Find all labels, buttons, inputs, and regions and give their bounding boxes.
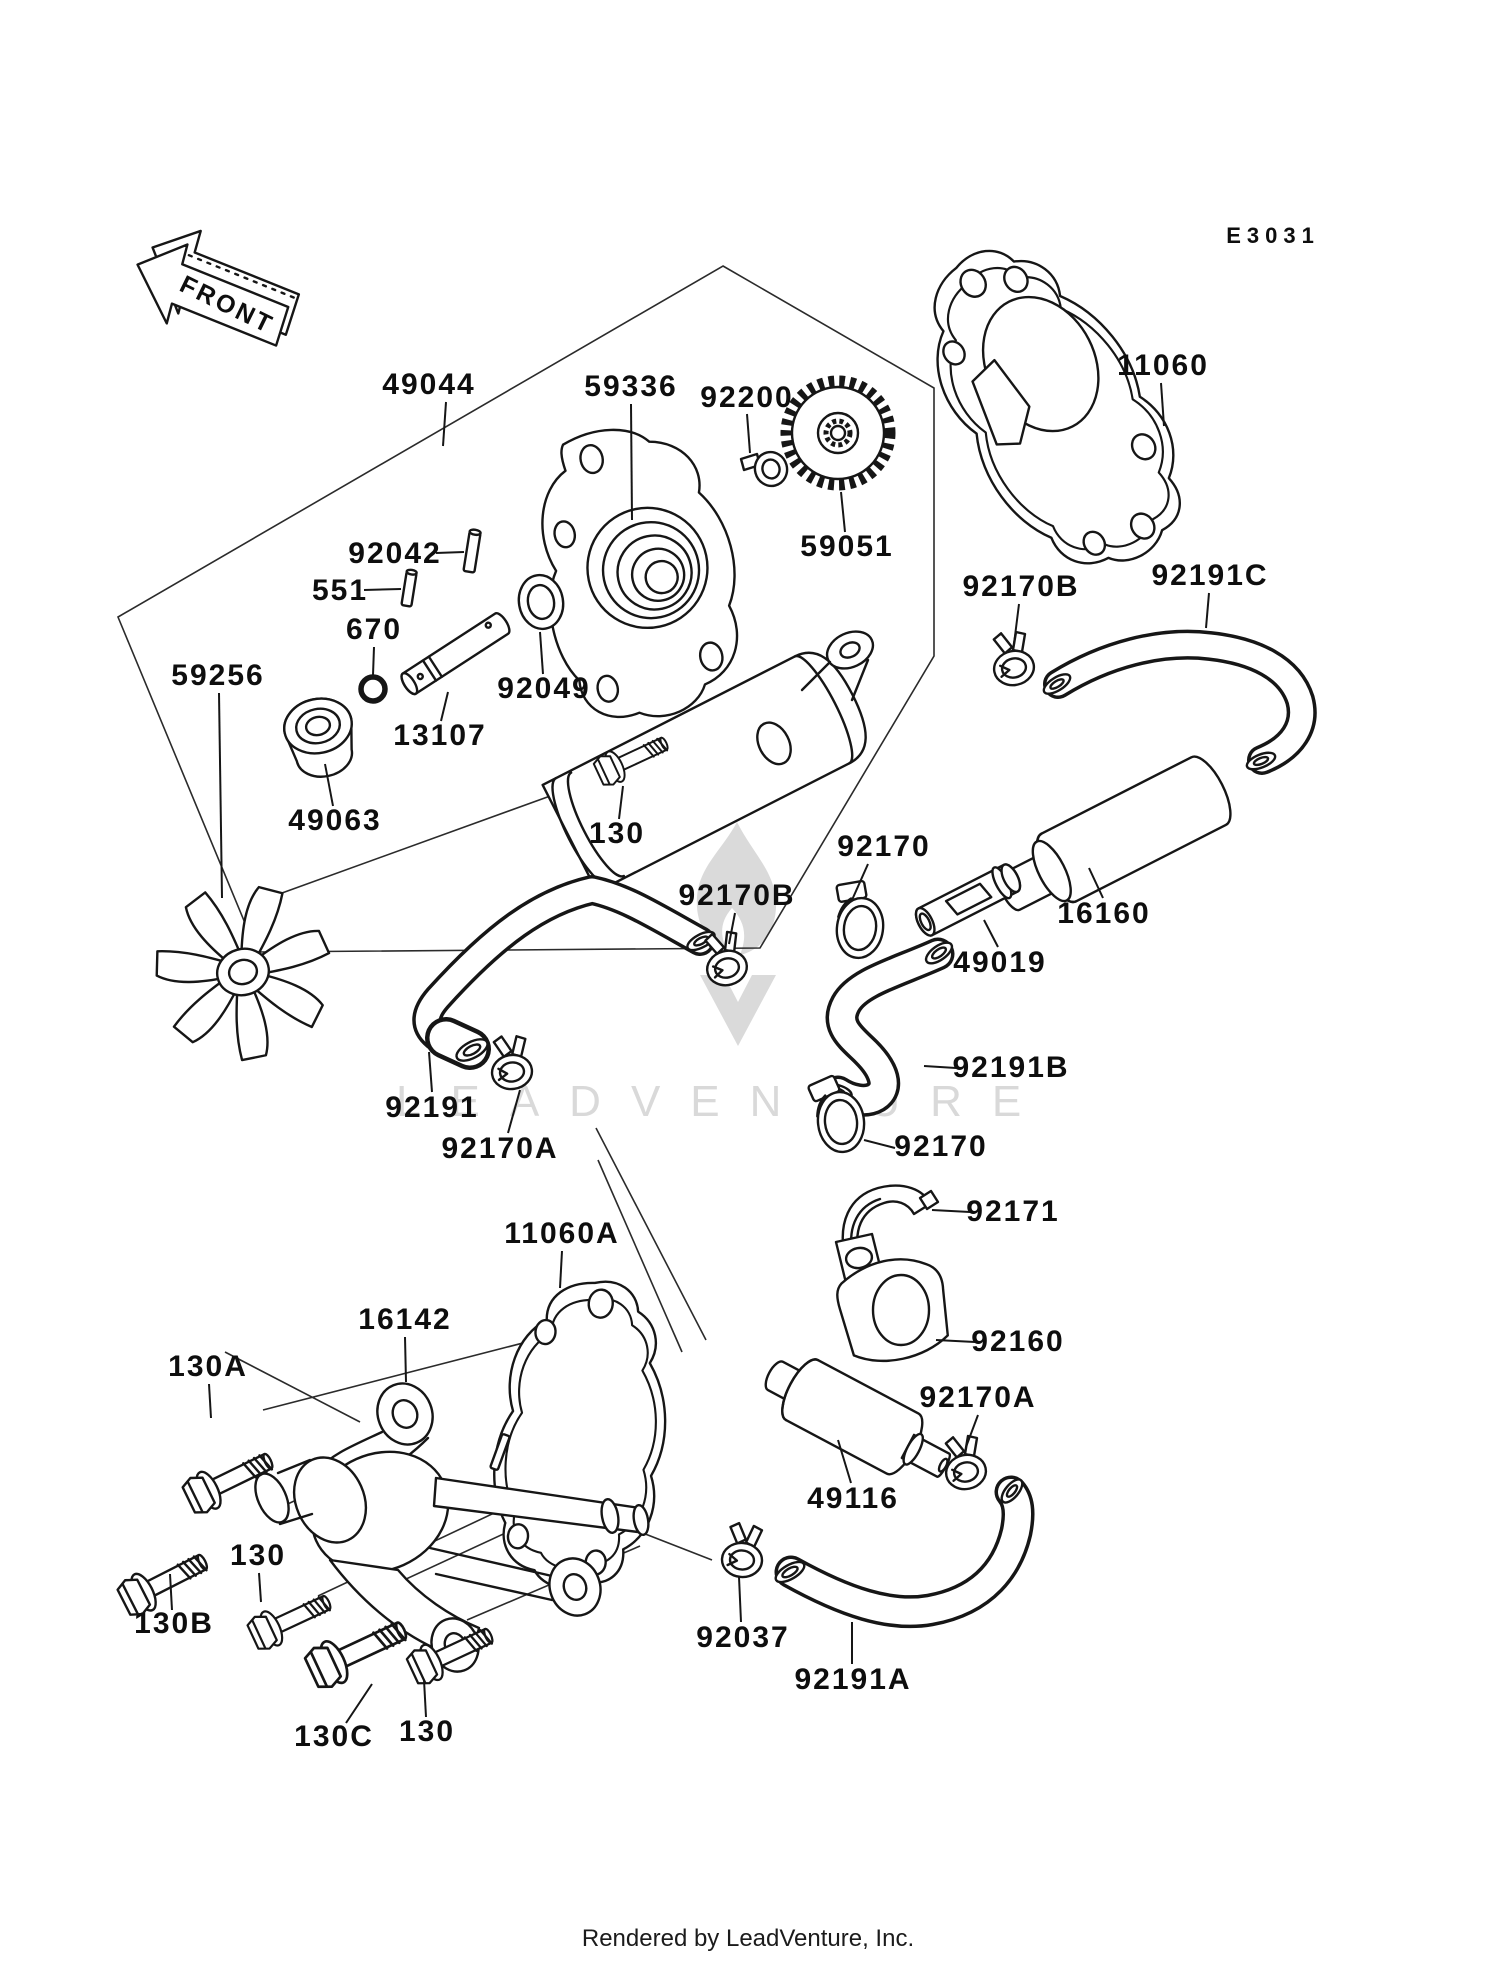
pin-551 bbox=[400, 568, 418, 608]
label-130B[interactable]: 130B bbox=[134, 1607, 214, 1640]
washer-92200 bbox=[739, 450, 789, 488]
label-59336[interactable]: 59336 bbox=[584, 370, 677, 403]
filter-49116 bbox=[764, 1358, 952, 1478]
watermark: LEADVENTURE bbox=[396, 822, 1051, 1126]
watermark-flame-icon bbox=[696, 822, 777, 955]
label-92170A-right[interactable]: 92170A bbox=[919, 1381, 1036, 1414]
impeller-59256 bbox=[155, 885, 331, 1062]
label-92170B-top[interactable]: 92170B bbox=[962, 570, 1079, 603]
label-92042[interactable]: 92042 bbox=[348, 537, 441, 570]
label-92170B-mid[interactable]: 92170B bbox=[678, 879, 795, 912]
label-92170-spigot[interactable]: 92170 bbox=[837, 830, 930, 863]
leader-lines bbox=[169, 382, 1210, 1724]
hose-92191C bbox=[1042, 629, 1317, 775]
gasket-11060 bbox=[933, 249, 1181, 565]
gear-59051 bbox=[780, 375, 896, 491]
hose-92191A bbox=[774, 1475, 1035, 1629]
label-16160[interactable]: 16160 bbox=[1057, 897, 1150, 930]
clamp-92037 bbox=[719, 1520, 766, 1580]
label-49063[interactable]: 49063 bbox=[288, 804, 381, 837]
o-ring-670 bbox=[358, 674, 388, 704]
label-49019[interactable]: 49019 bbox=[953, 946, 1046, 979]
hose-92191 bbox=[412, 875, 716, 1070]
label-92170A-left[interactable]: 92170A bbox=[441, 1132, 558, 1165]
bolt-130C bbox=[300, 1607, 415, 1695]
label-92200[interactable]: 92200 bbox=[700, 381, 793, 414]
label-92037[interactable]: 92037 bbox=[696, 1621, 789, 1654]
spigot-49019 bbox=[914, 863, 1022, 937]
label-92191C[interactable]: 92191C bbox=[1151, 559, 1268, 592]
label-92049[interactable]: 92049 bbox=[497, 672, 590, 705]
label-59051[interactable]: 59051 bbox=[800, 530, 893, 563]
label-92170-bracket[interactable]: 92170 bbox=[894, 1130, 987, 1163]
watermark-text: LEADVENTURE bbox=[396, 1077, 1051, 1126]
assembly-boundary-box bbox=[116, 265, 935, 953]
label-59256[interactable]: 59256 bbox=[171, 659, 264, 692]
clamp-92170-spigot bbox=[825, 875, 891, 963]
label-130-mid[interactable]: 130 bbox=[230, 1539, 286, 1572]
label-130-pump[interactable]: 130 bbox=[589, 817, 645, 850]
shaft-13107 bbox=[400, 612, 511, 696]
pump-body bbox=[541, 630, 875, 894]
fitting-16142 bbox=[254, 1382, 650, 1673]
label-49044[interactable]: 49044 bbox=[382, 368, 475, 401]
mechanical-seal-49063 bbox=[283, 697, 354, 778]
pin-92042 bbox=[462, 528, 482, 574]
part-labels: 49044 59336 92200 11060 59051 92042 551 … bbox=[134, 349, 1268, 1753]
label-670[interactable]: 670 bbox=[346, 613, 402, 646]
front-arrow: FRONT bbox=[136, 229, 301, 347]
grommet-92160 bbox=[836, 1258, 949, 1363]
label-92191[interactable]: 92191 bbox=[385, 1091, 478, 1124]
label-92160[interactable]: 92160 bbox=[971, 1325, 1064, 1358]
watermark-v-icon bbox=[700, 975, 776, 1046]
label-551[interactable]: 551 bbox=[312, 574, 368, 607]
clamp-92170B-top bbox=[985, 625, 1039, 690]
label-92191B[interactable]: 92191B bbox=[952, 1051, 1069, 1084]
label-130-bottom[interactable]: 130 bbox=[399, 1715, 455, 1748]
label-92171[interactable]: 92171 bbox=[966, 1195, 1059, 1228]
label-11060[interactable]: 11060 bbox=[1117, 349, 1209, 382]
label-130C[interactable]: 130C bbox=[294, 1720, 374, 1753]
label-13107[interactable]: 13107 bbox=[393, 719, 486, 752]
footer-credit: Rendered by LeadVenture, Inc. bbox=[582, 1925, 914, 1952]
label-92191A[interactable]: 92191A bbox=[794, 1663, 911, 1696]
label-11060A[interactable]: 11060A bbox=[504, 1217, 619, 1250]
housing-59336 bbox=[541, 428, 739, 719]
label-49116[interactable]: 49116 bbox=[807, 1482, 899, 1515]
label-130A[interactable]: 130A bbox=[168, 1350, 248, 1383]
gasket-11060A bbox=[493, 1280, 667, 1590]
page-code: E3031 bbox=[1226, 223, 1320, 248]
label-16142[interactable]: 16142 bbox=[358, 1303, 451, 1336]
oil-seal-92049 bbox=[517, 573, 565, 631]
